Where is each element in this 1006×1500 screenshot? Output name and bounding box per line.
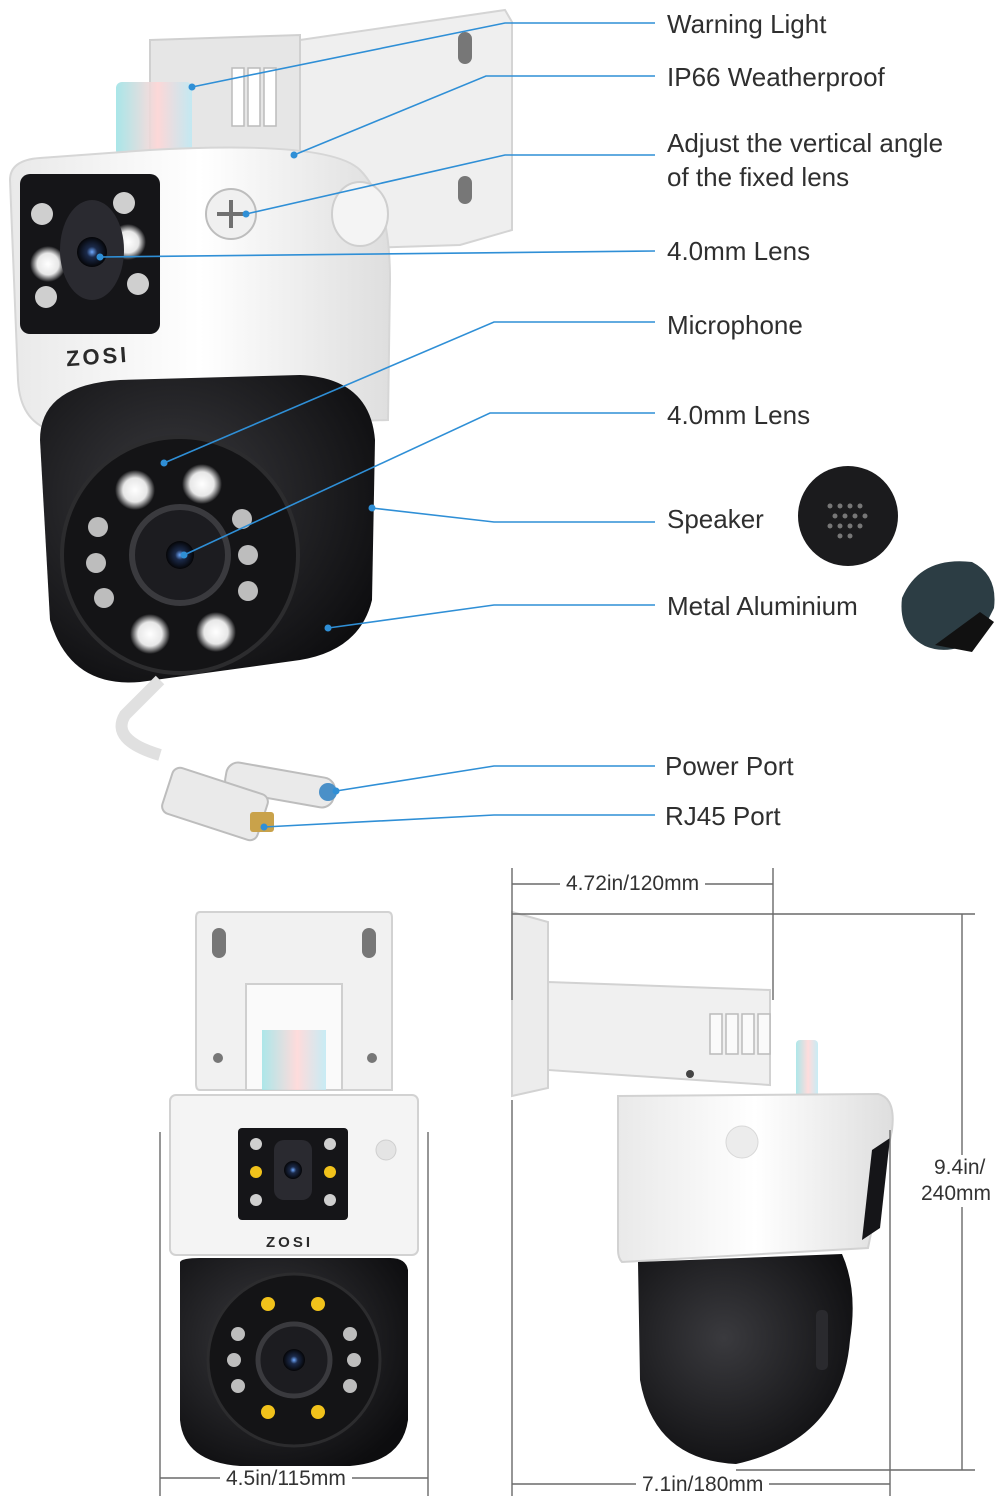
side-arm <box>547 980 771 1087</box>
dimension-front-width: 4.5in/115mm <box>220 1466 352 1492</box>
brand-logo: ZOSI <box>65 341 131 372</box>
ptz-white-leds <box>115 464 236 654</box>
callout-microphone: Microphone <box>667 310 803 340</box>
ptz-ir-leds <box>86 509 258 608</box>
bracket-slot <box>458 176 472 204</box>
callout-rj45-port: RJ45 Port <box>665 801 781 831</box>
dimension-height-line1: 9.4in/ <box>934 1155 986 1181</box>
dimension-side-depth: 7.1in/180mm <box>636 1472 770 1498</box>
callout-power-port: Power Port <box>665 751 794 781</box>
callout-metal-aluminium: Metal Aluminium <box>667 591 858 621</box>
callout-adjust-angle-line1: Adjust the vertical angle <box>667 128 944 158</box>
front-view-camera <box>169 911 419 1466</box>
cable <box>115 675 165 761</box>
callout-speaker: Speaker <box>667 504 764 534</box>
side-ptz-head <box>638 1254 853 1464</box>
callout-fixed-lens: 4.0mm Lens <box>667 236 811 266</box>
brand-logo-front: ZOSI <box>266 1234 314 1251</box>
dimension-bracket-depth: 4.72in/120mm <box>560 871 706 897</box>
callout-ptz-lens: 4.0mm Lens <box>667 400 811 430</box>
callout-adjust-angle-line2: of the fixed lens <box>667 162 850 192</box>
side-wall-plate <box>511 910 549 1098</box>
warning-light-bar <box>116 82 192 156</box>
callout-warning-light: Warning Light <box>667 9 827 39</box>
dimension-height-line2: 240mm <box>921 1181 992 1207</box>
side-knob <box>331 181 389 247</box>
metal-inset <box>901 561 995 652</box>
callout-ip66-weatherproof: IP66 Weatherproof <box>667 62 885 92</box>
leader-lines <box>99 22 656 828</box>
side-housing <box>617 1092 894 1264</box>
main-camera-illustration <box>8 8 513 842</box>
side-view-camera <box>511 910 894 1464</box>
bracket-slot <box>458 32 472 64</box>
speaker-inset <box>798 466 898 566</box>
leader-dots <box>96 83 376 831</box>
bracket-vents <box>231 67 277 127</box>
